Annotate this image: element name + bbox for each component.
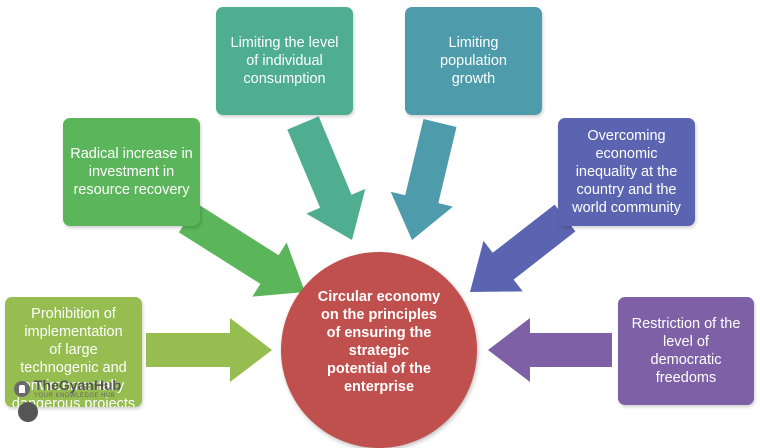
technogenic-projects-label: Prohibition of implementation of large t… [11,306,136,407]
resource-recovery-box: Radical increase in investment in resour… [63,118,200,226]
central-concept-circle: Circular economy on the principles of en… [281,252,477,448]
population-box: Limiting population growth [405,7,542,115]
technogenic-projects-arrow [146,318,272,382]
consumption-arrow [287,116,366,240]
population-label: Limiting population growth [440,35,507,87]
inequality-arrow [470,204,576,292]
consumption-box: Limiting the level of individual consump… [216,7,353,115]
inequality-box: Overcoming economic inequality at the co… [558,118,695,226]
watermark-title: TheGyanHub [34,377,122,393]
watermark-subtitle: YOUR KNOWLEDGE HUB [34,393,116,399]
consumption-label: Limiting the level of individual consump… [230,35,339,87]
population-arrow [390,119,457,240]
central-concept-label: Circular economy on the principles of en… [317,289,441,395]
corner-badge-icon [18,402,38,422]
democratic-freedoms-arrow [488,318,612,382]
democratic-freedoms-box: Restriction of the level of democratic f… [618,297,754,405]
resource-recovery-arrow [178,203,305,297]
watermark: TheGyanHub YOUR KNOWLEDGE HUB [14,378,121,399]
inequality-label: Overcoming economic inequality at the co… [572,128,681,216]
democratic-freedoms-label: Restriction of the level of democratic f… [631,316,741,386]
watermark-logo-icon [14,380,30,397]
arrows-layer [146,116,612,382]
resource-recovery-label: Radical increase in investment in resour… [70,146,193,198]
